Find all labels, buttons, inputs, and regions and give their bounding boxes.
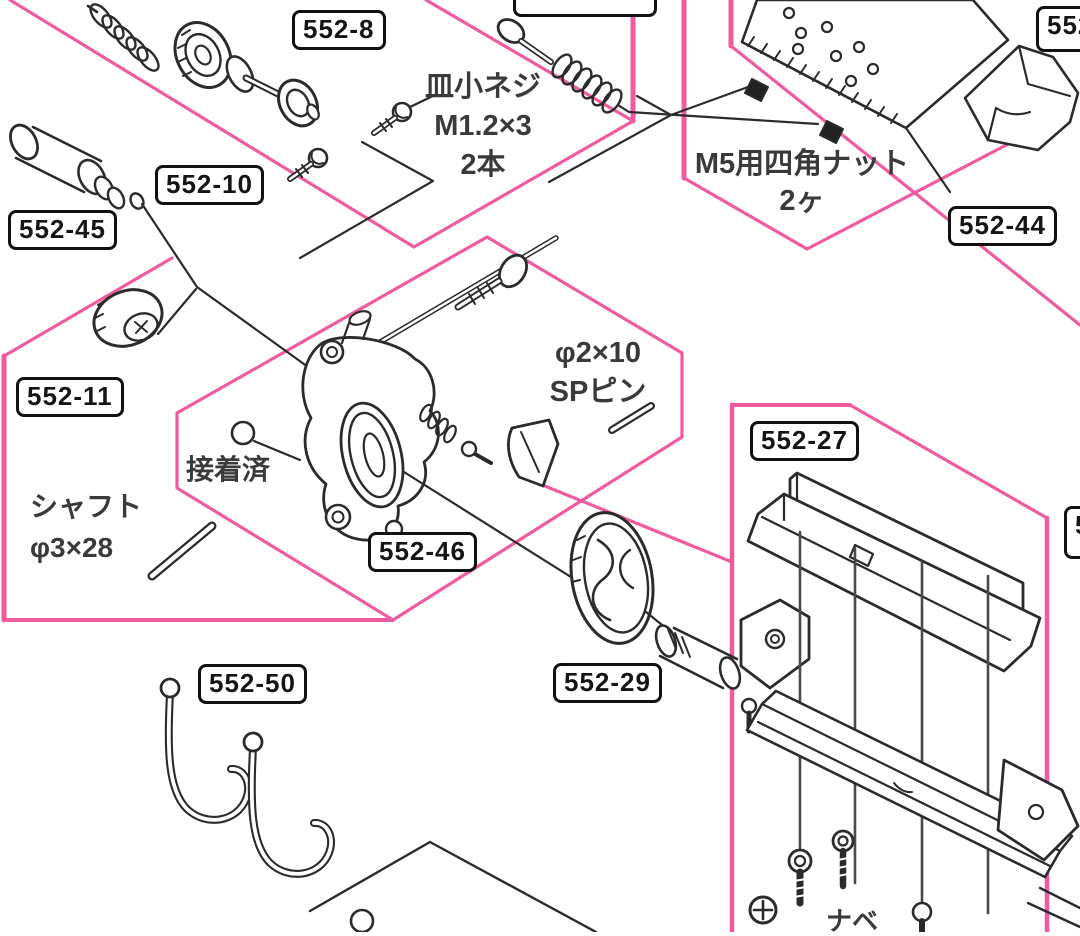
part-sp-pin [608,402,655,434]
label-552-27: 552-27 [750,421,859,461]
label-552-45: 552-45 [8,210,117,250]
part-channel-552-27 [746,471,1042,673]
part-hooks-552-50 [159,677,336,878]
label-552-11: 552-11 [16,377,124,417]
group-outline-552-11 [1,256,395,623]
part-bottom-screws [748,829,933,932]
part-disc-552-29 [569,511,674,645]
part-shaft-assembly-552-29 [654,598,811,734]
group-outline-552-44 [728,0,1080,327]
label-552-29: 552-29 [553,663,662,703]
label-top-right-cut: 552 [1036,6,1080,52]
group-outline-552-8 [8,0,636,249]
group-outline-divider [533,480,734,564]
part-small-screws [287,92,439,182]
part-rail-bottom [745,689,1080,929]
note-secchaku: 接着済 [186,454,271,485]
label-552-44: 552-44 [948,206,1057,246]
note-nabe-cut: ナベ [826,906,879,936]
part-bottom-box [308,840,598,932]
label-right-mid-cut: 5 [1064,506,1080,559]
pan-head-screw-icon [748,895,778,925]
part-pulley-assembly [86,3,320,128]
part-shaft-rod [147,521,217,581]
label-552-10: 552-10 [155,165,264,205]
label-top-center-cut [513,0,657,17]
part-cylinder-552-45 [9,123,342,392]
label-552-8: 552-8 [292,10,386,50]
label-552-50: 552-50 [198,664,307,704]
part-cover-552-44 [963,44,1080,152]
part-guide-rods [798,530,990,932]
label-552-46: 552-46 [368,532,477,572]
part-serrated-plate [740,0,1010,194]
part-m5-screw-spring [496,18,820,184]
group-outline-m5-nut [681,0,1014,251]
part-knob-552-11 [92,287,198,348]
